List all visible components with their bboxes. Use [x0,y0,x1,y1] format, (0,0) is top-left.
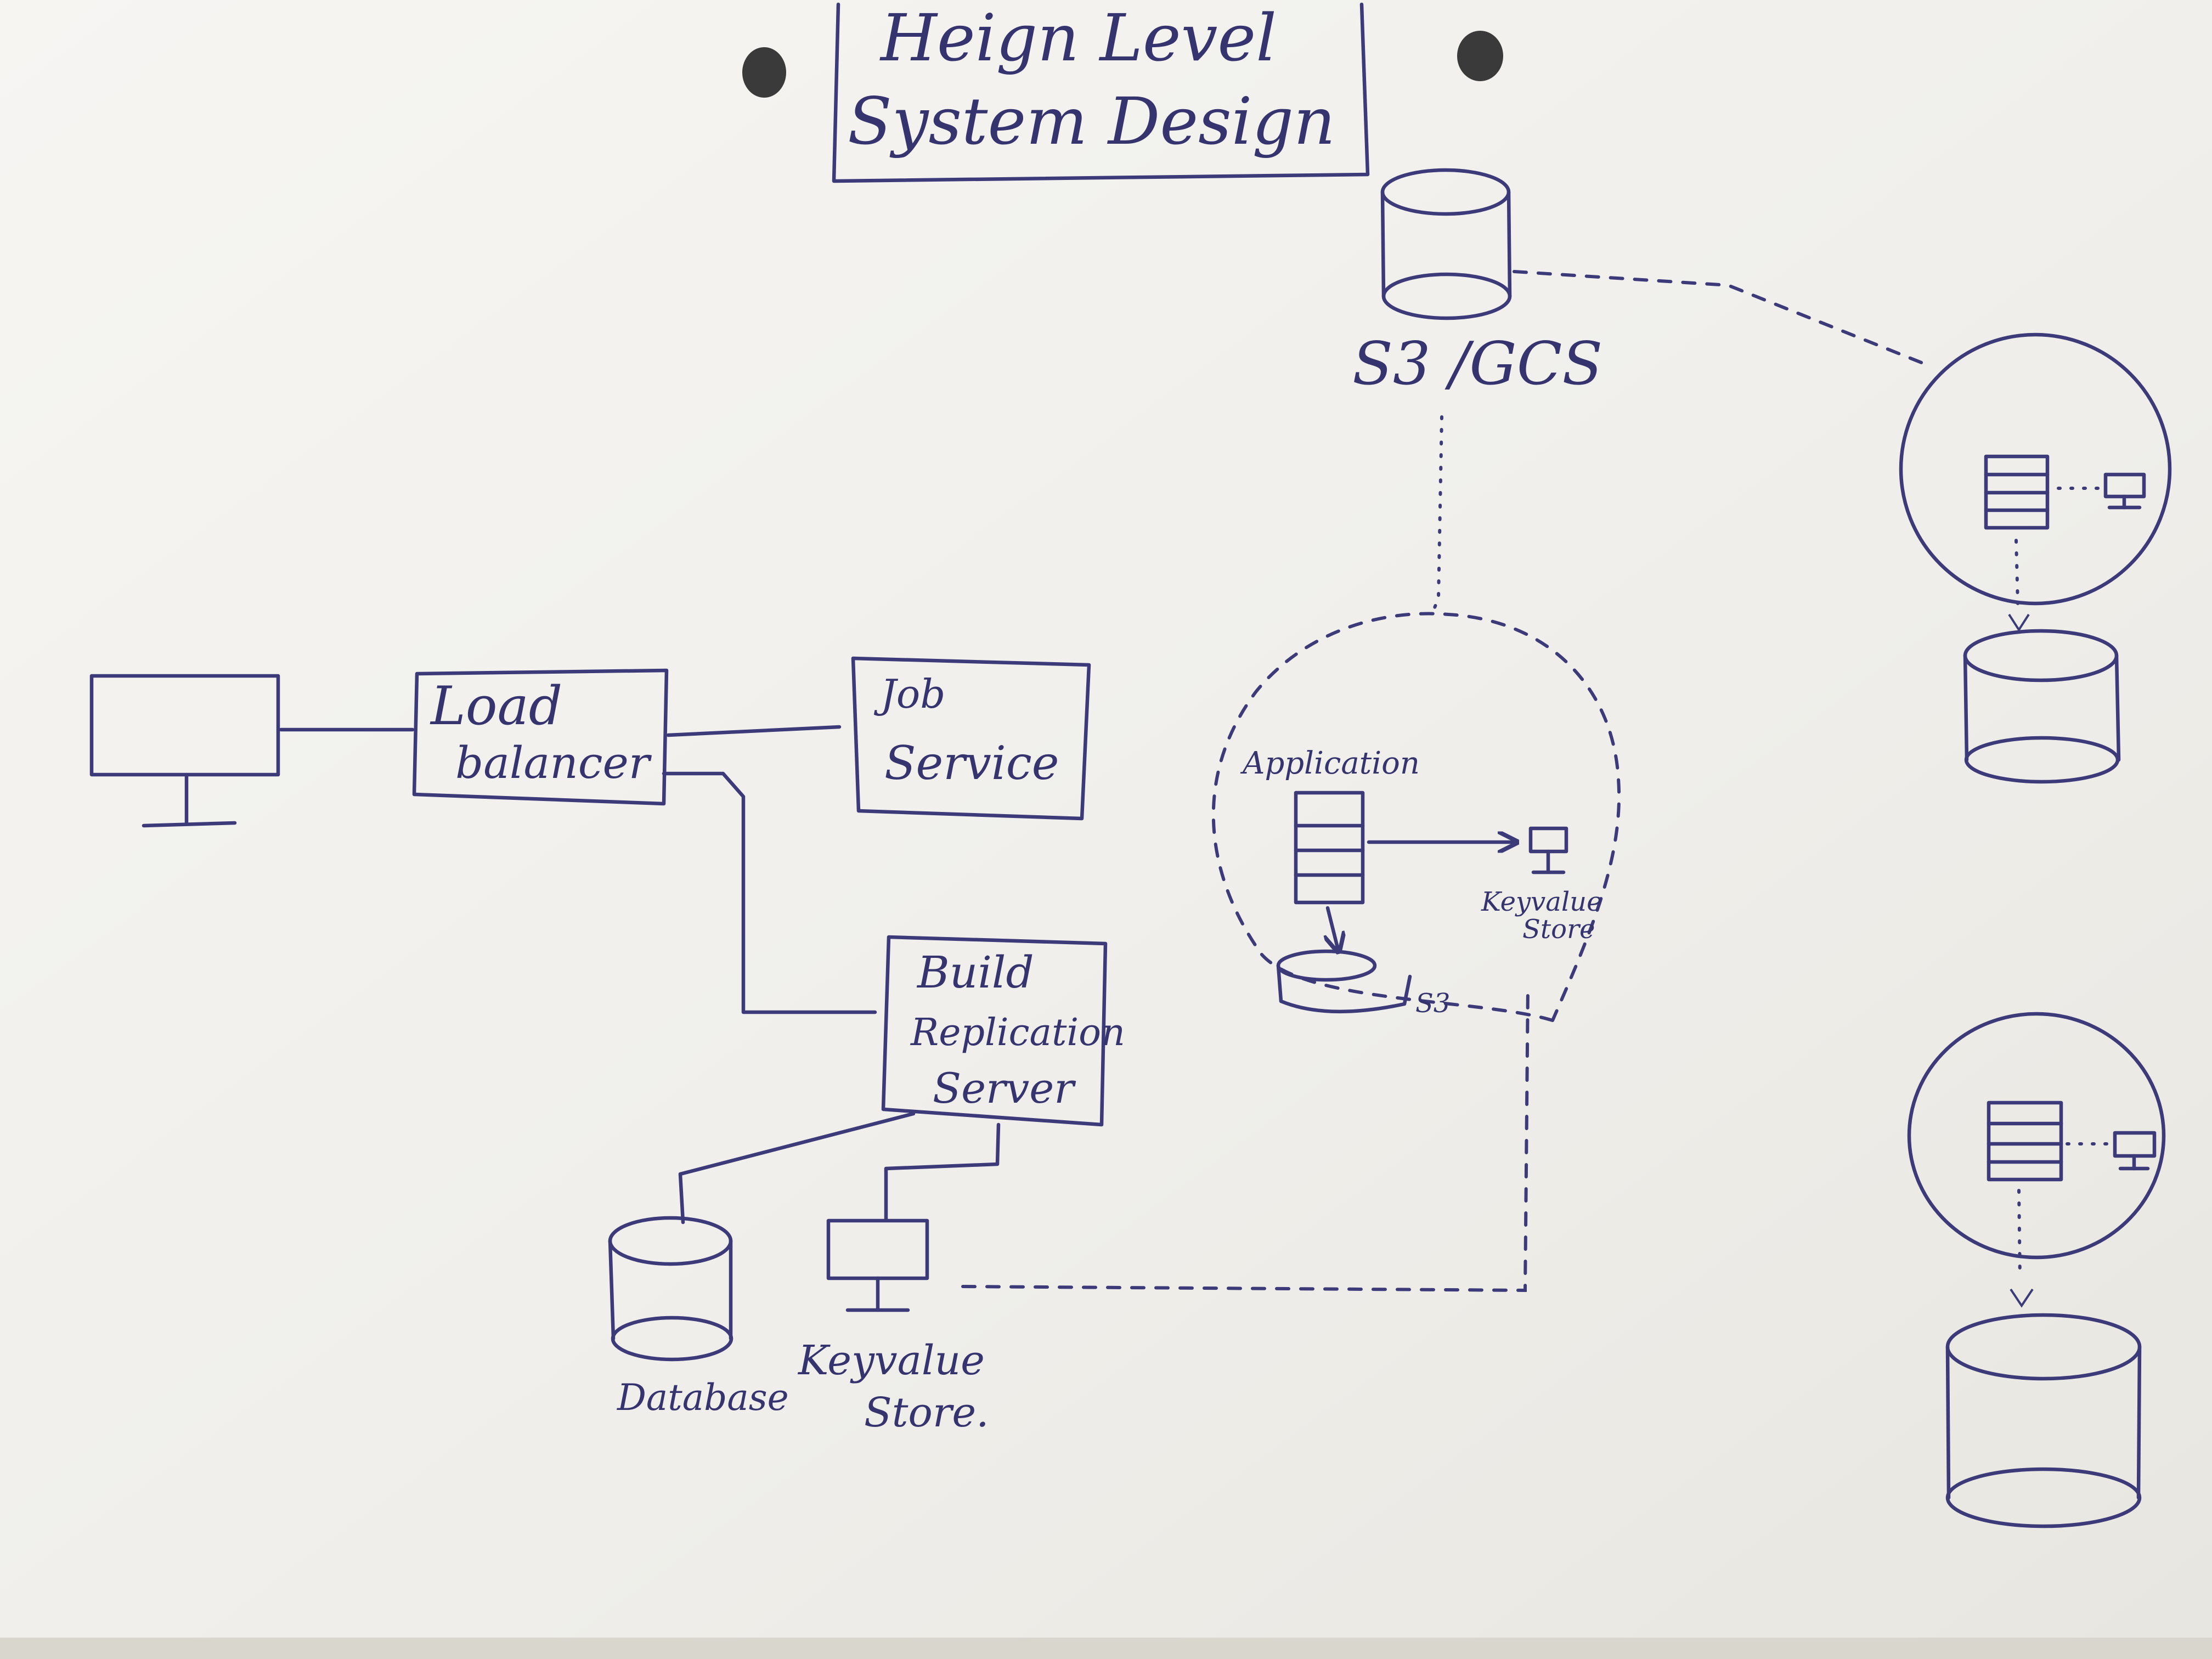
application-cluster: Application Keyvalue Store S3 [1211,612,1621,1022]
s3-gcs-label: S3 /GCS [1352,330,1602,398]
app-s3-label: S3 [1415,988,1450,1019]
title-line2: System Design [848,83,1335,159]
replica1-database-icon[interactable] [1963,629,2121,784]
client-monitor-icon[interactable] [89,674,280,828]
job-service-label-1: Job [873,671,945,717]
title-box: Heign Level System Design [832,0,1370,183]
keyvalue-store-label-1: Keyvalue [797,1337,985,1384]
load-balancer-label-2: balancer [455,737,652,788]
replica2-database-icon[interactable] [1945,1313,2142,1528]
keyvalue-store-label-2: Store. [864,1389,989,1436]
punch-hole [742,47,786,98]
app-keyvalue-label-1: Keyvalue [1481,887,1602,917]
replica2-keyvalue-icon[interactable] [2113,1131,2157,1171]
table-edge [0,1638,2212,1659]
job-service-box[interactable]: Job Service [851,656,1091,821]
load-balancer-box[interactable]: Load balancer [412,668,669,806]
app-s3-cylinder-icon[interactable] [1276,949,1412,1014]
lb-build-connector [662,771,877,1014]
s3-gcs-cylinder-icon[interactable] [1380,168,1512,320]
build-replication-server-box[interactable]: Build Replication Server [881,935,1125,1127]
replica1-keyvalue-icon[interactable] [2103,472,2146,510]
app-keyvalue-label-2: Store [1522,914,1595,945]
build-replication-label-3: Server [933,1064,1076,1113]
load-balancer-label-1: Load [430,675,562,737]
build-replication-label-1: Build [916,947,1034,998]
lb-job-connector [666,725,842,737]
job-service-label-2: Service [884,736,1059,790]
replica-cluster-2 [1907,1012,2166,1528]
app-keyvalue-icon[interactable] [1528,826,1568,874]
build-replication-label-2: Replication [910,1011,1125,1054]
application-server-icon[interactable] [1294,791,1365,905]
title-line1: Heign Level [879,0,1277,76]
application-label: Application [1240,746,1420,781]
replica2-down-dotted [2017,1189,2022,1280]
kv-app-dashed-connector [961,986,1530,1293]
app-s3-arrow [1328,906,1339,952]
keyvalue-store-icon[interactable] [826,1218,929,1312]
replica2-server-icon[interactable] [1987,1101,2063,1182]
s3-cluster-dashed-connector [1513,270,1933,368]
replica1-down-dotted [2015,539,2019,605]
build-kv-connector [884,1122,1001,1221]
punch-hole [1457,31,1503,81]
build-db-connector [678,1111,916,1224]
database-cylinder-icon[interactable] [608,1216,733,1362]
database-label: Database [617,1376,789,1419]
replica-cluster-1 [1899,332,2172,784]
replica1-server-icon[interactable] [1984,454,2050,530]
